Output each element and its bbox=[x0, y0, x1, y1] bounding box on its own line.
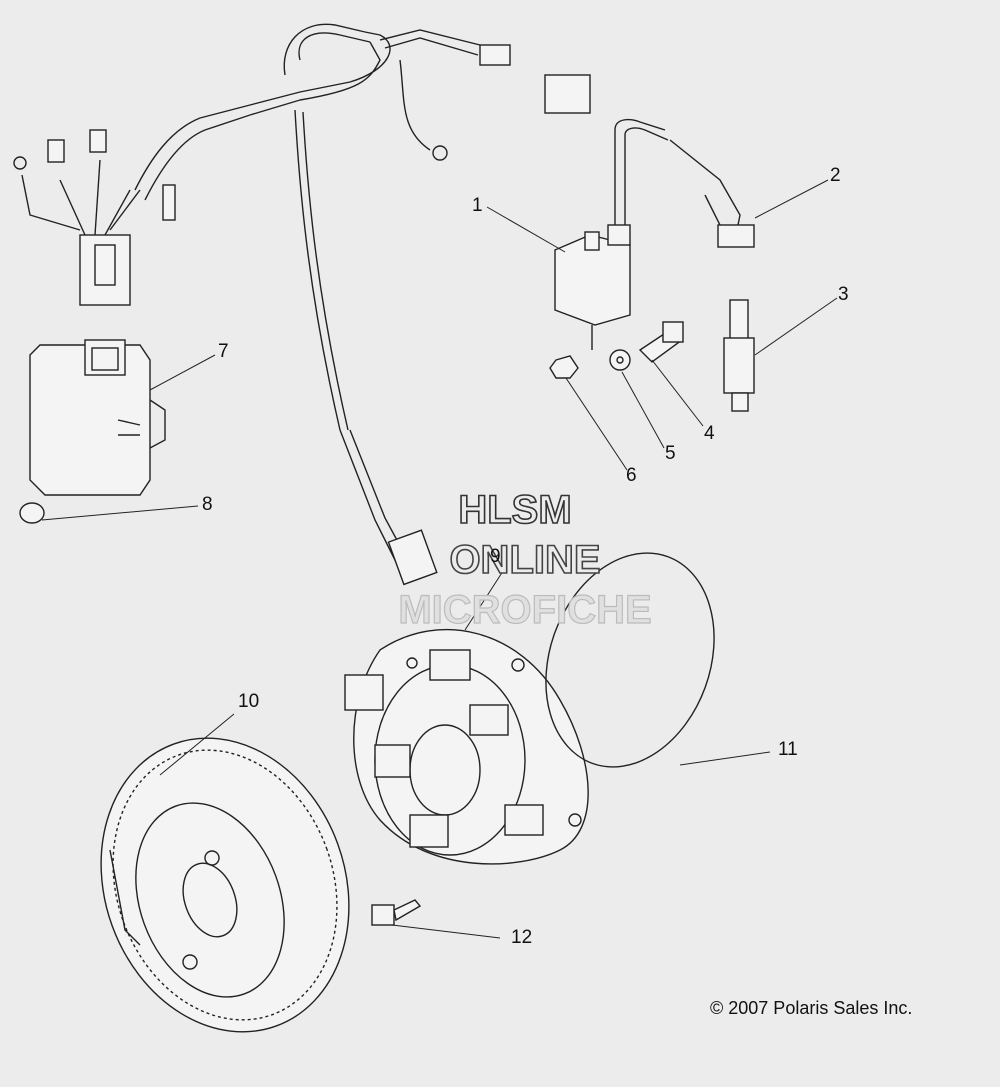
cdi-module bbox=[29, 339, 166, 496]
callout-11: 11 bbox=[778, 739, 798, 760]
callout-8: 8 bbox=[202, 494, 213, 515]
callout-3: 3 bbox=[838, 284, 849, 305]
ignition-coil bbox=[554, 118, 755, 350]
callout-7: 7 bbox=[218, 341, 229, 362]
callout-1: 1 bbox=[472, 195, 483, 216]
flywheel bbox=[100, 737, 350, 1033]
callout-2: 2 bbox=[830, 165, 841, 186]
watermark-line-1: HLSM bbox=[458, 488, 573, 532]
watermark-line-3: MICROFICHE bbox=[398, 588, 653, 632]
watermark-line-2: ONLINE bbox=[449, 538, 602, 582]
bolt bbox=[371, 899, 422, 926]
spark-plug bbox=[723, 299, 755, 412]
callout-5: 5 bbox=[665, 443, 676, 464]
callout-12: 12 bbox=[511, 927, 533, 948]
fasteners bbox=[549, 321, 684, 379]
copyright-text: © 2007 Polaris Sales Inc. bbox=[710, 998, 913, 1018]
callout-10: 10 bbox=[238, 691, 260, 712]
callout-6: 6 bbox=[626, 465, 637, 486]
leader-lines bbox=[41, 179, 838, 939]
stator bbox=[344, 629, 589, 865]
callout-9: 9 bbox=[490, 546, 501, 567]
gasket bbox=[545, 552, 715, 768]
cap-part bbox=[19, 502, 45, 524]
wiring-harness bbox=[13, 23, 591, 586]
callout-4: 4 bbox=[704, 423, 715, 444]
